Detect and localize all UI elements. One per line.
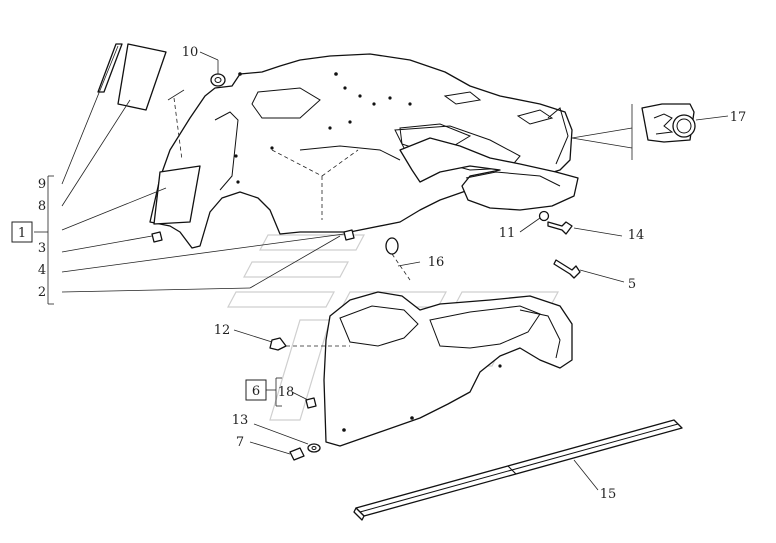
insulation-sheets bbox=[97, 43, 201, 225]
callout-16: 16 bbox=[428, 255, 445, 270]
callout-3: 3 bbox=[38, 241, 46, 256]
hardware-parts bbox=[151, 73, 696, 461]
group-bracket-6 bbox=[266, 377, 282, 407]
leader-lines bbox=[61, 45, 729, 491]
callout-10: 10 bbox=[182, 45, 199, 60]
callout-7: 7 bbox=[236, 435, 244, 450]
callout-labels: 1 9 8 3 4 2 10 17 11 14 16 5 12 6 18 13 … bbox=[18, 45, 746, 502]
side-trim-piece bbox=[399, 137, 579, 211]
callout-15: 15 bbox=[600, 487, 617, 502]
group-box-1 bbox=[11, 221, 33, 243]
callout-1: 1 bbox=[18, 226, 26, 241]
callout-13: 13 bbox=[232, 413, 249, 428]
callout-14: 14 bbox=[628, 228, 645, 243]
callout-6: 6 bbox=[252, 384, 260, 399]
gasket-strip bbox=[353, 419, 683, 521]
callout-2: 2 bbox=[38, 285, 46, 300]
callout-18: 18 bbox=[278, 385, 295, 400]
callout-11: 11 bbox=[499, 226, 516, 241]
callout-9: 9 bbox=[38, 177, 46, 192]
group-box-6 bbox=[245, 379, 267, 401]
callout-12: 12 bbox=[214, 323, 231, 338]
callout-5: 5 bbox=[628, 277, 636, 292]
callout-17: 17 bbox=[730, 110, 747, 125]
lower-cowl-panel bbox=[323, 291, 573, 447]
group-bracket-1 bbox=[34, 175, 54, 305]
callout-8: 8 bbox=[38, 199, 46, 214]
callout-4: 4 bbox=[38, 263, 46, 278]
